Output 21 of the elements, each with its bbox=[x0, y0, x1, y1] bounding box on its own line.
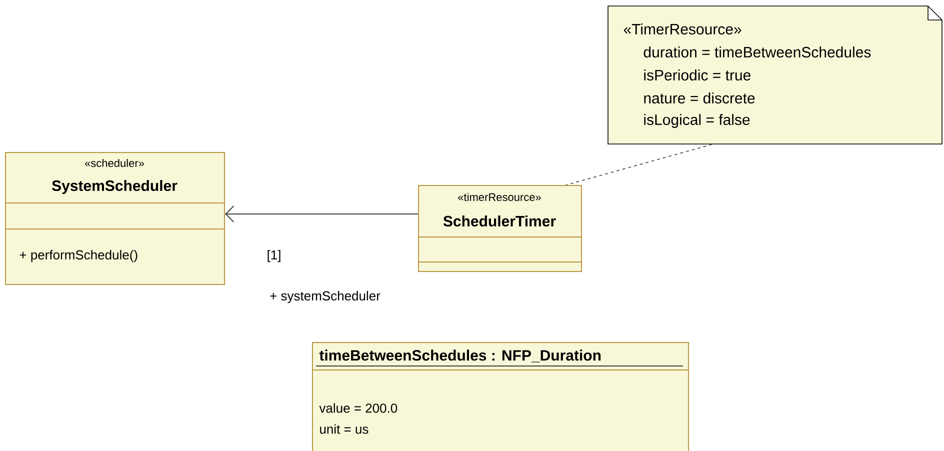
note-text: duration = timeBetweenSchedules bbox=[644, 46, 871, 58]
note-box bbox=[608, 6, 942, 144]
class-name: SystemScheduler bbox=[52, 180, 178, 194]
attribute-text: unit = us bbox=[320, 424, 368, 434]
operation-text: + performSchedule() bbox=[20, 250, 138, 262]
note-text: nature = discrete bbox=[644, 92, 755, 104]
stereotype-text: «TimerResource» bbox=[624, 24, 742, 34]
class-name: SchedulerTimer bbox=[443, 216, 556, 226]
attribute-text: value = 200.0 bbox=[319, 403, 398, 413]
stereotype-text: «scheduler» bbox=[84, 158, 144, 168]
class-box bbox=[418, 185, 582, 272]
note-connector bbox=[566, 144, 712, 186]
note-text: isPeriodic = true bbox=[644, 70, 750, 80]
note-text: isLogical = false bbox=[644, 114, 750, 128]
stereotype-text: «timerResource» bbox=[458, 192, 541, 202]
instance-box bbox=[312, 342, 689, 451]
role-label: + systemScheduler bbox=[270, 290, 380, 304]
association-arrow bbox=[225, 206, 418, 222]
instance-name: timeBetweenSchedules : NFP_Duration bbox=[319, 350, 601, 362]
multiplicity-label: [1] bbox=[268, 250, 280, 262]
class-box bbox=[4, 152, 225, 285]
